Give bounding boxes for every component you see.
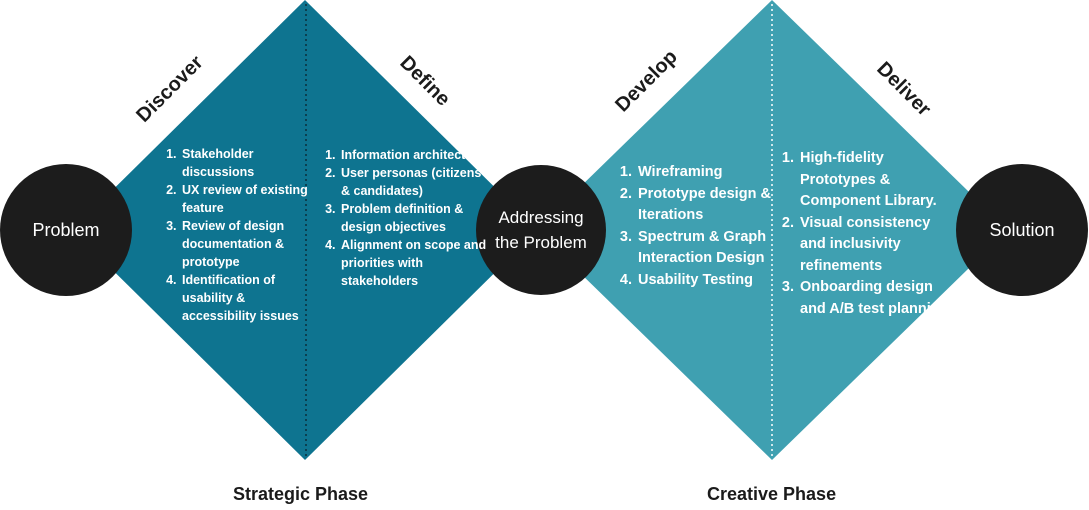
- deliver-item: Visual consistency and inclusivity refin…: [798, 213, 958, 278]
- deliver-item: High-fidelity Prototypes & Component Lib…: [798, 148, 958, 213]
- discover-list: Stakeholder discussions UX review of exi…: [162, 145, 320, 325]
- define-item: Information architecture: [339, 146, 489, 164]
- solution-text: Solution: [989, 219, 1055, 240]
- problem-text: Problem: [32, 219, 100, 240]
- strategic-phase-label: Strategic Phase: [233, 484, 369, 504]
- define-item: User personas (citizens & candidates): [339, 164, 489, 200]
- develop-item: Spectrum & Graph Interaction Design: [636, 227, 788, 270]
- solution-label: Solution: [956, 164, 1088, 296]
- develop-item: Prototype design & Iterations: [636, 184, 788, 227]
- problem-circle: [0, 164, 132, 296]
- define-item: Problem definition & design objectives: [339, 200, 489, 236]
- solution-circle: [956, 164, 1088, 296]
- addressing-label: Addressing the Problem: [486, 170, 596, 290]
- problem-label: Problem: [0, 164, 132, 296]
- addressing-text: Addressing the Problem: [495, 208, 587, 252]
- discover-item: Review of design documentation & prototy…: [180, 217, 320, 271]
- develop-list: Wireframing Prototype design & Iteration…: [618, 162, 788, 291]
- strategic-diamond: [72, 0, 538, 460]
- deliver-list: High-fidelity Prototypes & Component Lib…: [780, 148, 958, 320]
- define-list: Information architecture User personas (…: [321, 146, 489, 290]
- develop-item: Usability Testing: [636, 270, 788, 292]
- develop-item: Wireframing: [636, 162, 788, 184]
- deliver-item: Onboarding design and A/B test planning: [798, 277, 958, 320]
- discover-item: Stakeholder discussions: [180, 145, 320, 181]
- discover-item: Identification of usability & accessibil…: [180, 271, 320, 325]
- creative-phase-label: Creative Phase: [707, 484, 837, 504]
- discover-item: UX review of existing feature: [180, 181, 320, 217]
- define-item: Alignment on scope and priorities with s…: [339, 236, 489, 290]
- addressing-circle: [476, 165, 606, 295]
